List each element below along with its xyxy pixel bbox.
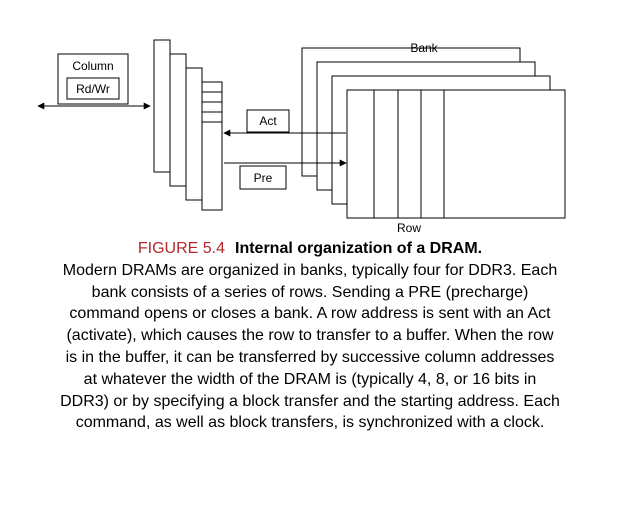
rd-wr-label: Rd/Wr — [76, 82, 110, 96]
rd-wr-box — [66, 77, 120, 100]
dram-organization-diagram: Column Rd/Wr Bank Row Act Pre — [37, 39, 566, 235]
buffer-layer-2 — [169, 53, 187, 187]
buffer-layer-3 — [185, 67, 203, 201]
caption-body: Modern DRAMs are organized in banks, typ… — [60, 261, 560, 432]
column-label: Column — [72, 59, 113, 73]
act-box — [246, 109, 290, 133]
banks — [301, 47, 566, 219]
pre-label: Pre — [254, 171, 273, 185]
bank-label: Bank — [410, 41, 438, 55]
buffer-layer-1 — [153, 39, 171, 173]
act-label: Act — [259, 114, 277, 128]
buffer-stack — [153, 39, 223, 211]
figure-number: FIGURE 5.4 — [137, 240, 225, 257]
column-group: Column Rd/Wr — [57, 53, 129, 105]
bank-0 — [346, 89, 566, 219]
caption-heading: FIGURE 5.4 Internal organization of a DRA… — [60, 238, 560, 260]
row-label: Row — [397, 221, 421, 235]
pre-box — [239, 165, 287, 190]
figure-caption: FIGURE 5.4 Internal organization of a DRA… — [60, 238, 560, 434]
figure-title: Internal organization of a DRAM. — [235, 240, 483, 257]
row-buffer — [201, 81, 223, 211]
